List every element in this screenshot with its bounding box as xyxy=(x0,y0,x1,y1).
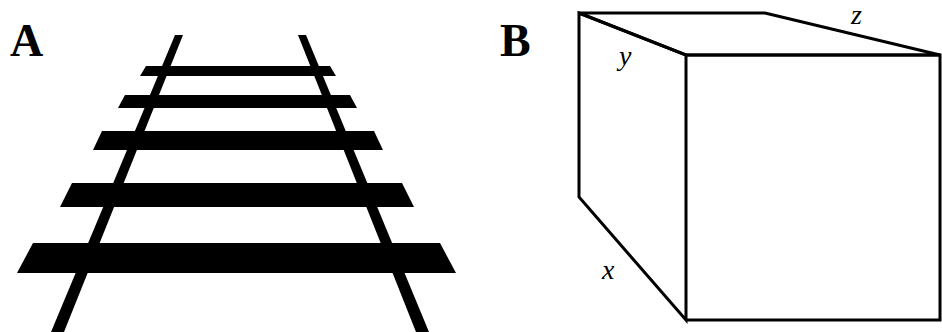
panel-letter: A xyxy=(10,18,43,64)
dimension-label: x xyxy=(602,256,614,284)
tie xyxy=(60,183,414,207)
box-drawing xyxy=(579,13,940,320)
tie xyxy=(17,243,456,273)
tie xyxy=(118,95,357,108)
panel-letter: B xyxy=(500,18,531,64)
tie xyxy=(140,66,336,76)
left-face xyxy=(579,13,686,320)
dimension-label: z xyxy=(851,1,862,29)
front-face xyxy=(686,55,940,320)
dimension-label: y xyxy=(619,42,631,70)
tie xyxy=(93,131,383,150)
railroad-track xyxy=(17,35,456,332)
